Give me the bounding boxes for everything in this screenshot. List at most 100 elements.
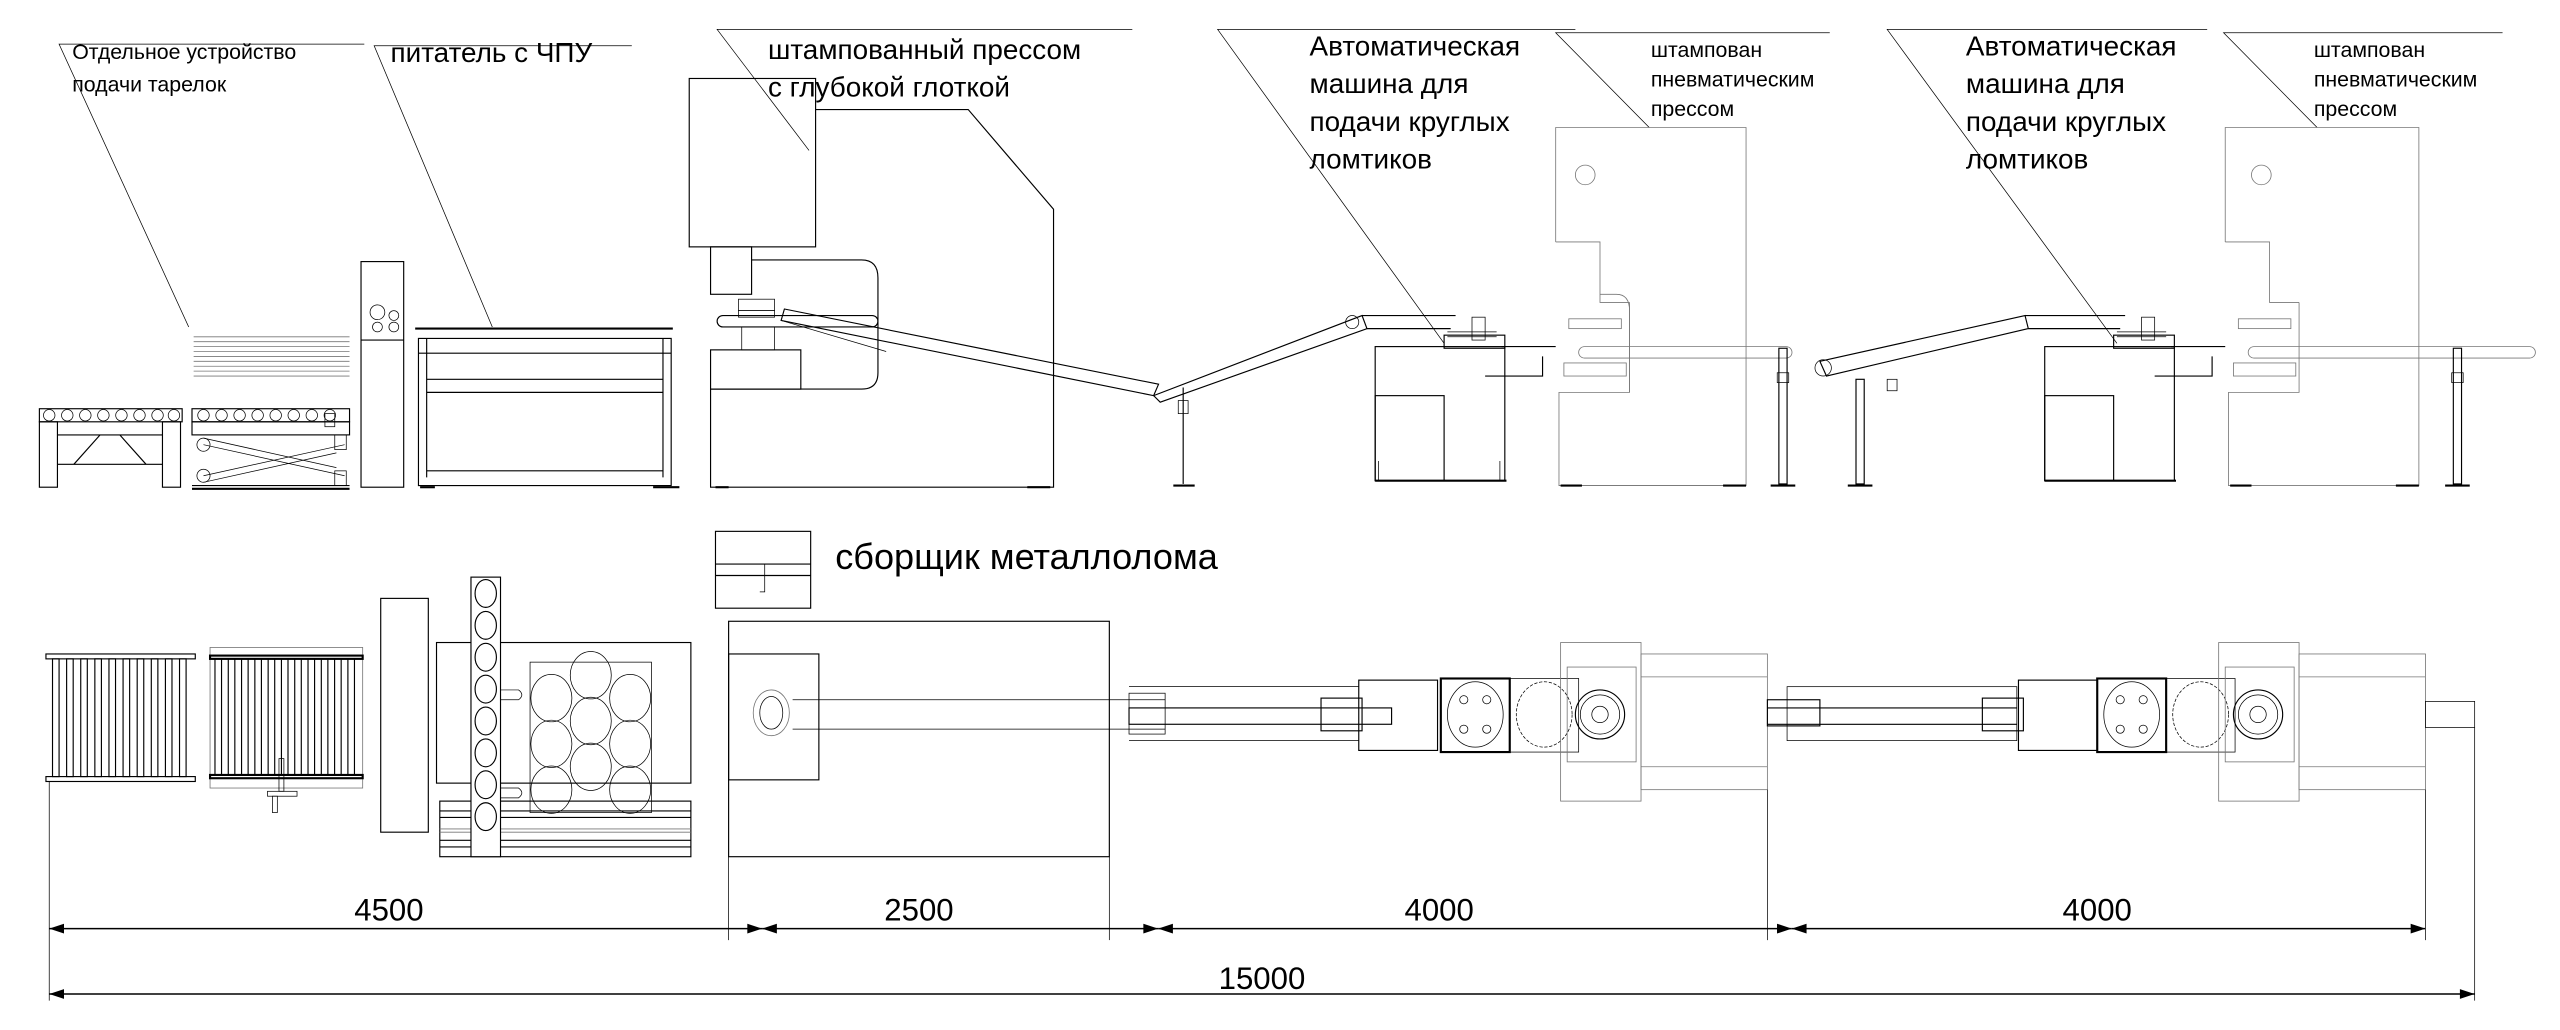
plate-circle [609, 674, 652, 723]
roller-slat [307, 658, 316, 776]
cnc-feeder-plan [435, 576, 692, 858]
dim-arrow-left [49, 989, 64, 999]
label-auto-feeder-2-line4: ломтиков [1966, 143, 2088, 174]
dim-label-2500: 2500 [884, 893, 953, 928]
column-hole [474, 642, 497, 672]
roller-slat [347, 658, 356, 776]
support-leg-2 [2445, 347, 2470, 487]
roller-slat [240, 658, 249, 776]
label-plate-feeder-line2: подачи тарелок [72, 73, 227, 97]
plate-circle [530, 765, 573, 814]
roller-slat [320, 658, 329, 776]
dim-label-4000-b: 4000 [2063, 893, 2132, 928]
plate-circle [609, 765, 652, 814]
roller-table-plan [45, 653, 196, 783]
dim-arrow-right [1143, 923, 1159, 934]
leader-pneu-press-1 [1554, 32, 1830, 128]
label-deep-press-line2: с глубокой глоткой [768, 72, 1010, 103]
label-auto-feeder-1-line4: ломтиков [1310, 143, 1432, 174]
label-auto-feeder-2-line3: подачи круглых [1966, 106, 2166, 137]
scrap-collector: сборщик металлолома [714, 530, 1219, 609]
leader-pneu-press-2 [2222, 32, 2503, 128]
dim-label-total: 15000 [1219, 961, 1306, 996]
pneumatic-press-2-plan [2218, 642, 2476, 802]
leader-auto-feeder-1 [1216, 29, 1576, 344]
roller-slat [294, 658, 302, 776]
auto-feeder-1-side [1374, 316, 1556, 482]
pneumatic-press-1-side [1555, 127, 1793, 487]
label-cnc-feeder: питатель с ЧПУ [391, 37, 593, 68]
label-auto-feeder-1-line2: машина для [1310, 68, 1469, 99]
dim-arrow-left [1158, 923, 1173, 934]
column-hole [474, 802, 497, 832]
plate-circle [530, 674, 573, 723]
leader-auto-feeder-2 [1886, 29, 2208, 344]
roller-slat [108, 658, 117, 778]
plate-circle [609, 719, 652, 768]
control-column-side [360, 261, 405, 488]
roller-slat [267, 658, 276, 776]
leader-cnc-feeder [373, 45, 632, 328]
label-auto-feeder-1-line1: Автоматическая [1310, 31, 1521, 62]
pneumatic-press-2-side [2224, 127, 2536, 487]
dimension-lines [48, 727, 2476, 1001]
conveyor-2-plan [1766, 679, 2098, 752]
conveyor-1-plan [1128, 679, 1439, 752]
roller-slat [214, 658, 223, 776]
dim-arrow-right [747, 923, 763, 934]
roller-slat [280, 658, 289, 776]
plate-circle [569, 742, 612, 791]
column-hole [474, 610, 497, 640]
column-hole [474, 706, 497, 736]
scrap-collector-label: сборщик металлолома [835, 536, 1219, 577]
roller-slat [254, 658, 262, 776]
roller-slat [66, 658, 74, 778]
control-column-plan [380, 597, 429, 833]
dim-arrow-left [762, 923, 777, 934]
column-hole [474, 738, 497, 768]
dim-label-4000-a: 4000 [1405, 893, 1474, 928]
roller-slat [122, 658, 131, 778]
roller-slat [227, 658, 236, 776]
dim-label-4500: 4500 [354, 893, 423, 928]
dim-arrow-right [2410, 923, 2426, 934]
pneumatic-press-1-plan [1560, 642, 1768, 802]
column-hole [474, 579, 497, 608]
roller-slat [150, 658, 159, 778]
auto-feeder-2-plan [2096, 677, 2236, 754]
label-leaders [58, 29, 2503, 344]
roller-table-side [38, 408, 183, 488]
label-auto-feeder-2-line1: Автоматическая [1966, 31, 2177, 62]
dim-arrow-left [1791, 923, 1807, 934]
conveyor-2-side [1814, 314, 2126, 487]
label-deep-press-line1: штампованный прессом [768, 34, 1081, 65]
label-pneu-press-2-line1: штампован [2314, 38, 2425, 62]
roller-slat [136, 658, 145, 778]
roller-slat [178, 658, 187, 778]
label-pneu-press-1-line1: штампован [1651, 38, 1762, 62]
roller-slat [164, 658, 173, 778]
column-hole [474, 770, 497, 800]
label-plate-feeder-line1: Отдельное устройство [72, 40, 296, 64]
roller-slat [94, 658, 102, 778]
dimension-labels: 4500 2500 4000 4000 15000 [354, 893, 2132, 997]
dim-arrow-right [2459, 989, 2475, 999]
label-pneu-press-1-line3: прессом [1651, 97, 1734, 121]
auto-feeder-2-side [2044, 316, 2226, 482]
auto-feeder-1-plan [1439, 677, 1580, 754]
scissor-lift-plan [208, 647, 364, 813]
roller-slat [51, 658, 60, 778]
column-hole [474, 674, 497, 704]
label-pneu-press-2-line2: пневматическим [2314, 68, 2478, 92]
leader-plate-feeder [58, 43, 365, 328]
plate-stack [193, 336, 350, 377]
support-leg-1 [1770, 347, 1796, 487]
plate-circle [569, 696, 612, 746]
scissor-lift-side [191, 408, 351, 490]
side-view-labels: Отдельное устройство подачи тарелок пита… [72, 31, 2477, 175]
plate-circle [530, 719, 573, 768]
roller-slat [334, 658, 342, 776]
dim-arrow-left [49, 923, 64, 934]
